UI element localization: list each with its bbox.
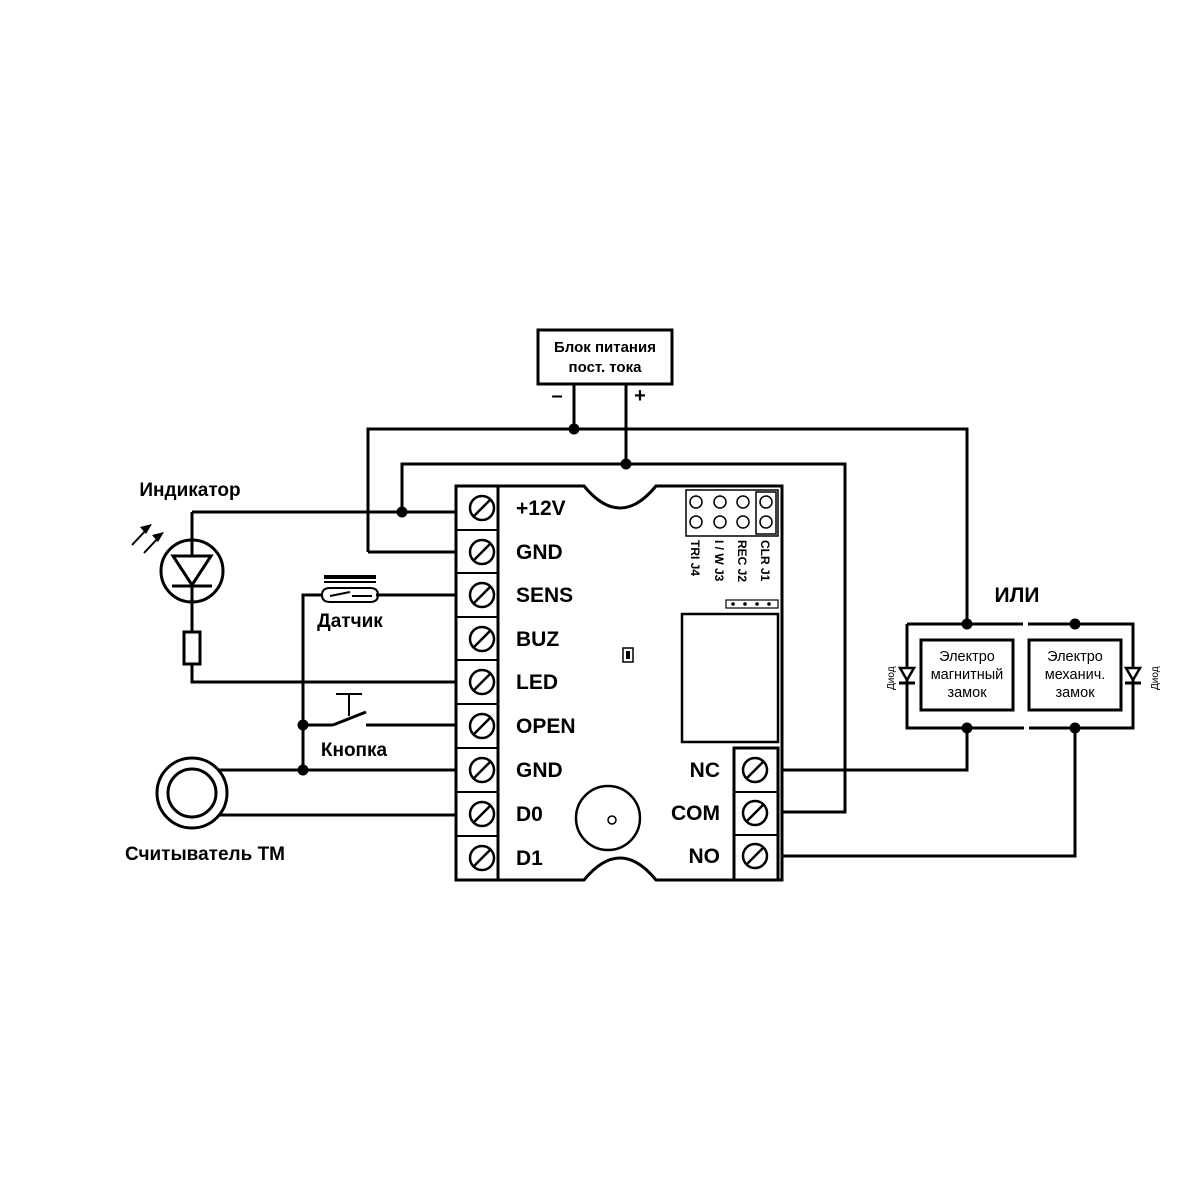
terminal-label-no: NO xyxy=(689,845,721,868)
mag-lock-line3: замок xyxy=(947,685,987,701)
mag-lock-line1: Электро xyxy=(939,649,995,665)
jumper-label-j3: I / W J3 xyxy=(712,540,726,582)
terminal-label-open: OPEN xyxy=(516,715,576,738)
mech-lock-diode-label: Диод xyxy=(1150,666,1161,690)
mech-lock-line2: механич. xyxy=(1045,667,1106,683)
button-label: Кнопка xyxy=(321,740,388,761)
magnetic-lock-box xyxy=(919,638,1015,712)
terminal-label-12v: +12V xyxy=(516,497,566,520)
led-terminal-wire xyxy=(190,664,470,684)
mech-lock-line3: замок xyxy=(1055,685,1095,701)
indicator-label: Индикатор xyxy=(139,480,240,501)
terminal-label-d0: D0 xyxy=(516,803,543,826)
mag-lock-loop xyxy=(905,624,1024,730)
push-button: Кнопка xyxy=(321,693,388,761)
reed-switch-icon xyxy=(320,587,380,603)
no-wire xyxy=(778,728,1077,858)
mechanical-lock: Электро механич. замок Диод xyxy=(1027,622,1161,730)
terminal-label-led: LED xyxy=(516,671,558,694)
terminal-label-com: COM xyxy=(671,802,720,825)
reader-label: Считыватель ТМ xyxy=(125,844,285,865)
mag-lock-line2: магнитный xyxy=(931,667,1004,683)
sensor-left-wire xyxy=(301,593,322,770)
magnet-icon xyxy=(324,575,376,579)
plus12-bus-wire xyxy=(400,462,847,814)
left-terminal-labels: +12V GND SENS BUZ LED OPEN GND D0 D1 xyxy=(516,497,576,870)
power-supply: Блок питания пост. тока – + xyxy=(536,328,674,407)
terminal-label-d1: D1 xyxy=(516,847,543,870)
indicator: Индикатор xyxy=(131,480,241,666)
jumper-label-j1: CLR J1 xyxy=(758,540,772,582)
board-outline xyxy=(454,484,784,882)
controller-board: +12V GND SENS BUZ LED OPEN GND D0 D1 NC … xyxy=(454,484,784,882)
terminal-label-buz: BUZ xyxy=(516,628,559,651)
gnd-bus-wire xyxy=(366,427,969,624)
terminal-label-gnd2: GND xyxy=(516,759,563,782)
relay xyxy=(680,612,780,744)
jumper-label-j4: TRI J4 xyxy=(688,540,702,576)
diode-icon xyxy=(897,666,917,683)
resistor-icon xyxy=(182,630,202,666)
reader: Считыватель ТМ xyxy=(125,756,285,865)
terminal-label-gnd: GND xyxy=(516,541,563,564)
terminal-label-nc: NC xyxy=(690,759,720,782)
terminal-label-sens: SENS xyxy=(516,584,573,607)
connector-strip xyxy=(725,599,779,609)
or-label: ИЛИ xyxy=(995,584,1040,607)
mag-lock-diode-label: Диод xyxy=(886,666,897,690)
left-terminal-screws xyxy=(456,494,498,872)
mechanical-lock-box xyxy=(1027,638,1123,712)
sensor-label: Датчик xyxy=(317,611,383,632)
magnetic-lock: Электро магнитный замок Диод xyxy=(886,622,1024,730)
mech-lock-line1: Электро xyxy=(1047,649,1103,665)
diode-icon xyxy=(1123,666,1143,683)
plus-sign: + xyxy=(634,385,646,407)
power-supply-line1: Блок питания xyxy=(554,339,656,356)
power-supply-line2: пост. тока xyxy=(569,359,643,376)
nc-wire xyxy=(778,728,969,772)
jumper-label-j2: REC J2 xyxy=(735,540,749,582)
sensor: Датчик xyxy=(317,575,383,632)
minus-sign: – xyxy=(551,385,562,407)
jumper-block: CLR J1 REC J2 I / W J3 TRI J4 xyxy=(685,489,779,582)
